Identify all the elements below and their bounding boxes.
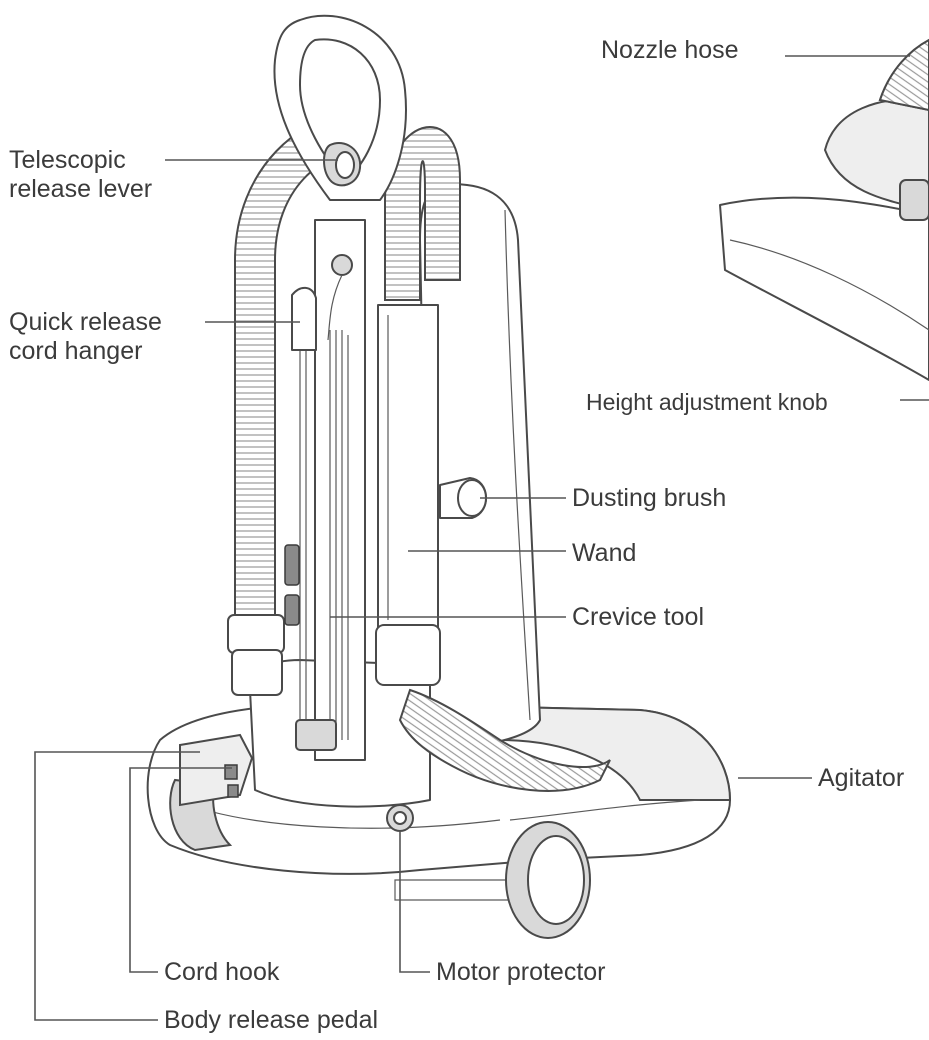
label-wand: Wand	[572, 539, 636, 568]
label-cord-hook: Cord hook	[164, 958, 279, 987]
wand	[375, 304, 441, 686]
label-height-knob-text: Height adjustment knob	[586, 389, 828, 415]
label-crevice-tool-text: Crevice tool	[572, 603, 704, 631]
label-quick-release-cord-hanger: Quick release cord hanger	[9, 308, 162, 366]
label-dusting-brush-text: Dusting brush	[572, 484, 727, 512]
label-quick-line2: cord hanger	[9, 337, 143, 365]
dusting-brush	[439, 477, 487, 519]
label-agitator-text: Agitator	[818, 764, 905, 792]
leader-cord-hook	[129, 767, 232, 973]
label-motor-protector: Motor protector	[436, 958, 606, 987]
label-telescopic-release-lever: Telescopic release lever	[9, 146, 152, 204]
label-height-adjustment-knob: Height adjustment knob	[586, 388, 828, 417]
label-telescopic-line2: release lever	[9, 175, 153, 203]
central-column	[314, 219, 366, 761]
label-wand-text: Wand	[572, 539, 637, 567]
label-telescopic-line1: Telescopic	[9, 146, 126, 174]
label-nozzle-hose-text: Nozzle hose	[601, 36, 739, 64]
label-motor-protector-text: Motor protector	[436, 958, 606, 986]
label-nozzle-hose: Nozzle hose	[601, 36, 739, 65]
label-crevice-tool: Crevice tool	[572, 603, 704, 632]
cord-bundle	[284, 286, 349, 751]
label-quick-line1: Quick release	[9, 308, 162, 336]
label-body-release-pedal-text: Body release pedal	[164, 1006, 379, 1034]
right-hose	[384, 126, 611, 792]
handle	[273, 14, 407, 201]
motor-protector	[386, 804, 414, 832]
label-body-release-pedal: Body release pedal	[164, 1006, 378, 1035]
label-dusting-brush: Dusting brush	[572, 484, 726, 513]
nozzle-inset	[719, 38, 929, 381]
cord-hook	[179, 733, 254, 807]
leader-body-release-pedal	[34, 751, 200, 1021]
leader-motor-protector	[399, 832, 430, 973]
label-agitator: Agitator	[818, 764, 904, 793]
label-cord-hook-text: Cord hook	[164, 958, 280, 986]
leader-lines	[34, 55, 929, 1021]
